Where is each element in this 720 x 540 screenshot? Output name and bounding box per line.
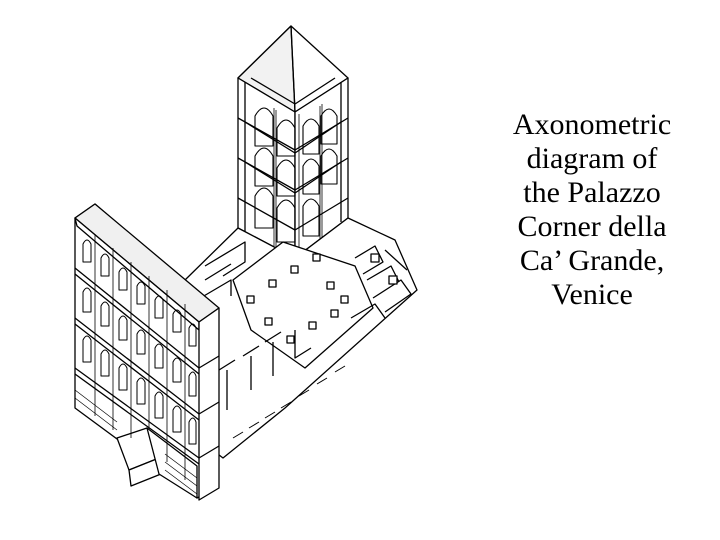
caption-line: diagram of [526,142,658,175]
caption-line: Venice [551,278,633,311]
caption-line: Corner della [517,210,667,243]
ground-plan [184,217,418,459]
tower-section [237,25,349,259]
facade-windows [74,234,198,495]
axonometric-drawing [74,25,418,501]
facade [74,203,220,501]
caption: Axonometric diagram of the Palazzo Corne… [478,108,706,312]
caption-line: the Palazzo [523,176,661,209]
caption-line: Axonometric [512,108,672,141]
caption-line: Ca’ Grande, [519,244,665,277]
